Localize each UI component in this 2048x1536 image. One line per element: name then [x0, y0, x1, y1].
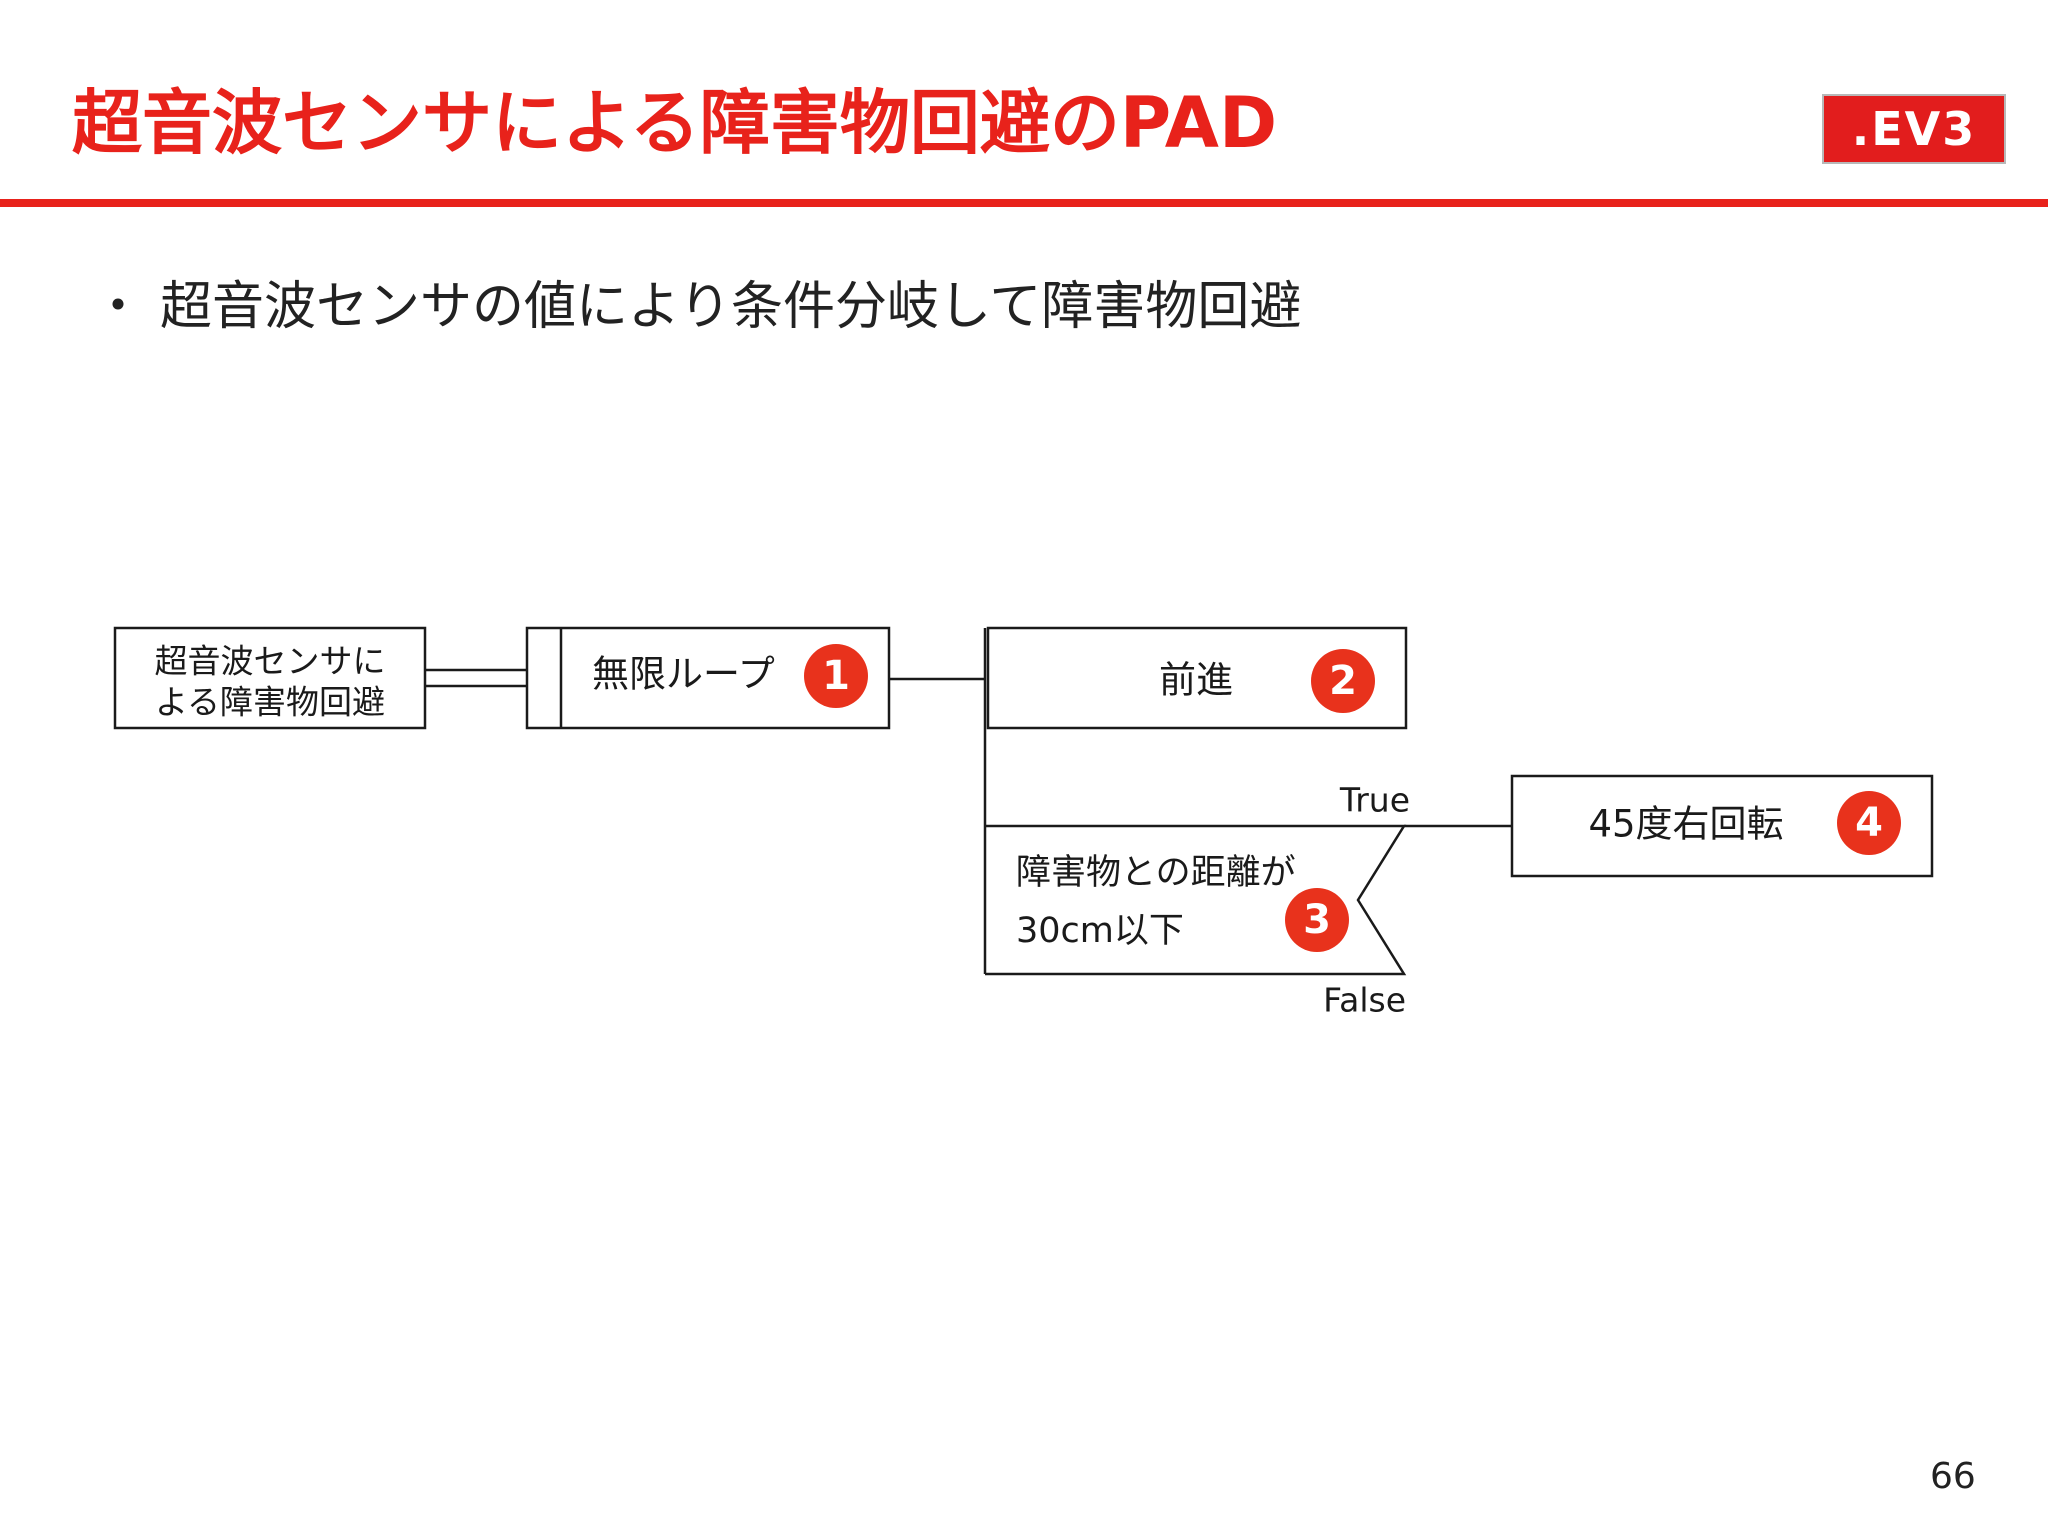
badge-number-4: 4 [1855, 800, 1883, 846]
pad-forward-node: 前進 2 [986, 626, 1408, 730]
pad-condition-node: 障害物との距離が 30cm以下 3 [985, 824, 1407, 976]
ev3-logo: .EV3 [1822, 94, 2006, 164]
page-number: 66 [1930, 1456, 1976, 1497]
badge-number-1: 1 [822, 653, 850, 699]
badge-number-3: 3 [1303, 897, 1331, 943]
root-label-line2: よる障害物回避 [155, 683, 385, 722]
slide-title: 超音波センサによる障害物回避のPAD [72, 82, 1278, 164]
pad-loop-node: 無限ループ 1 [525, 626, 891, 730]
bullet-marker: ・ [92, 277, 145, 337]
loop-label: 無限ループ [592, 653, 775, 696]
badge-number-2: 2 [1329, 658, 1357, 704]
false-branch-label: False [1323, 981, 1406, 1020]
title-divider [0, 199, 2048, 207]
bullet-item: ・超音波センサの値により条件分岐して障害物回避 [92, 276, 1301, 338]
true-branch-label: True [1339, 781, 1410, 820]
pad-turn-node: 45度右回転 4 [1510, 774, 1934, 878]
pad-root-node: 超音波センサに よる障害物回避 [113, 626, 427, 730]
step-badge-2: 2 [1311, 649, 1375, 713]
step-badge-1: 1 [804, 644, 868, 708]
root-label-line1: 超音波センサに [155, 642, 386, 681]
forward-label: 前進 [1159, 659, 1233, 702]
step-badge-4: 4 [1837, 791, 1901, 855]
step-badge-3: 3 [1285, 888, 1349, 952]
condition-label-line1: 障害物との距離が [1016, 853, 1296, 893]
condition-label-line2: 30cm以下 [1016, 911, 1184, 951]
bullet-text: 超音波センサの値により条件分岐して障害物回避 [160, 277, 1302, 337]
turn-label: 45度右回転 [1588, 803, 1783, 846]
